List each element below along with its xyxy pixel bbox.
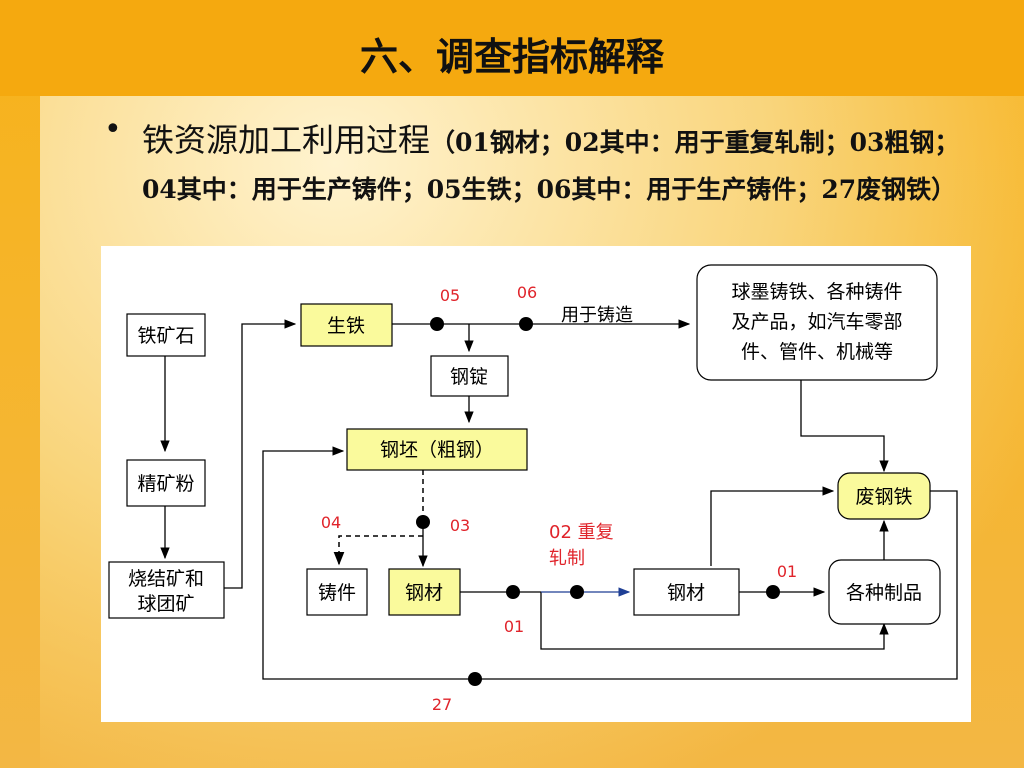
label-02-line1: 02 重复 xyxy=(549,522,614,543)
node-concentrate-box xyxy=(126,459,206,507)
node-scrap-box xyxy=(837,472,931,520)
node-ingot-box xyxy=(430,355,509,397)
process-diagram: 铁矿石 精矿粉 烧结矿和 球团矿 生铁 钢锭 钢坯（粗钢） 铸件 钢材 钢材 各… xyxy=(101,246,971,722)
node-casting: 铸件 xyxy=(318,582,356,604)
junction-02 xyxy=(570,585,584,599)
edge-sinter-pigiron xyxy=(224,319,297,589)
edge-steel2-scrap xyxy=(710,486,835,566)
node-products-box xyxy=(828,559,941,625)
edge-01-products xyxy=(540,592,889,650)
edge-04-casting xyxy=(333,535,423,566)
node-iron-ore: 铁矿石 xyxy=(137,325,194,347)
label-01-b: 01 xyxy=(777,562,797,581)
node-steel-2: 钢材 xyxy=(667,582,705,604)
node-sinter-line2: 球团矿 xyxy=(137,593,194,615)
process-diagram-svg: 铁矿石 精矿粉 烧结矿和 球团矿 生铁 钢锭 钢坯（粗钢） 铸件 钢材 钢材 各… xyxy=(108,264,958,714)
bullet-lead: 铁资源加工利用过程 xyxy=(142,121,431,159)
node-ingot: 钢锭 xyxy=(450,366,488,388)
node-foundry-line3: 件、管件、机械等 xyxy=(741,341,893,363)
node-products: 各种制品 xyxy=(846,582,922,604)
label-03: 03 xyxy=(450,516,470,535)
label-04: 04 xyxy=(321,513,341,532)
node-concentrate: 精矿粉 xyxy=(137,473,194,495)
slide-title: 六、调查指标解释 xyxy=(359,34,664,79)
junction-01-b xyxy=(766,585,780,599)
junction-01-a xyxy=(506,585,520,599)
junction-05 xyxy=(430,317,444,331)
bullet-text: 铁资源加工利用过程（01钢材；02其中：用于重复轧制；03粗钢；04其中：用于生… xyxy=(142,118,982,215)
edge-foundry-scrap xyxy=(800,380,889,473)
node-iron-ore-box xyxy=(126,313,206,357)
node-steel-1: 钢材 xyxy=(405,582,443,604)
node-steel-2-box xyxy=(633,568,740,616)
label-06: 06 xyxy=(517,283,537,302)
bullet-marker: • xyxy=(104,112,122,147)
junction-03 xyxy=(416,515,430,529)
title-band xyxy=(0,0,1024,96)
node-foundry-box xyxy=(696,264,938,381)
node-sinter-line1: 烧结矿和 xyxy=(128,568,204,590)
node-scrap: 废钢铁 xyxy=(855,486,912,508)
label-01-a: 01 xyxy=(504,617,524,636)
node-billet: 钢坯（粗钢） xyxy=(380,439,494,461)
label-27: 27 xyxy=(432,695,452,714)
node-foundry-line1: 球墨铸铁、各种铸件 xyxy=(731,281,902,303)
label-05: 05 xyxy=(440,286,460,305)
label-for-casting: 用于铸造 xyxy=(561,305,633,326)
junction-27 xyxy=(468,672,482,686)
bullet-detail: （01钢材；02其中：用于重复轧制；03粗钢；04其中：用于生产铸件；05生铁；… xyxy=(142,128,960,204)
node-pig-iron-box xyxy=(300,303,393,347)
node-steel-1-box xyxy=(388,568,461,616)
label-02-line2: 轧制 xyxy=(549,548,585,569)
node-sinter-box xyxy=(108,561,225,619)
node-billet-box xyxy=(346,428,528,471)
node-pig-iron: 生铁 xyxy=(327,315,365,337)
junction-06 xyxy=(519,317,533,331)
edge-scrap-return xyxy=(262,446,958,680)
node-foundry-line2: 及产品，如汽车零部 xyxy=(731,311,902,333)
node-casting-box xyxy=(306,568,368,616)
